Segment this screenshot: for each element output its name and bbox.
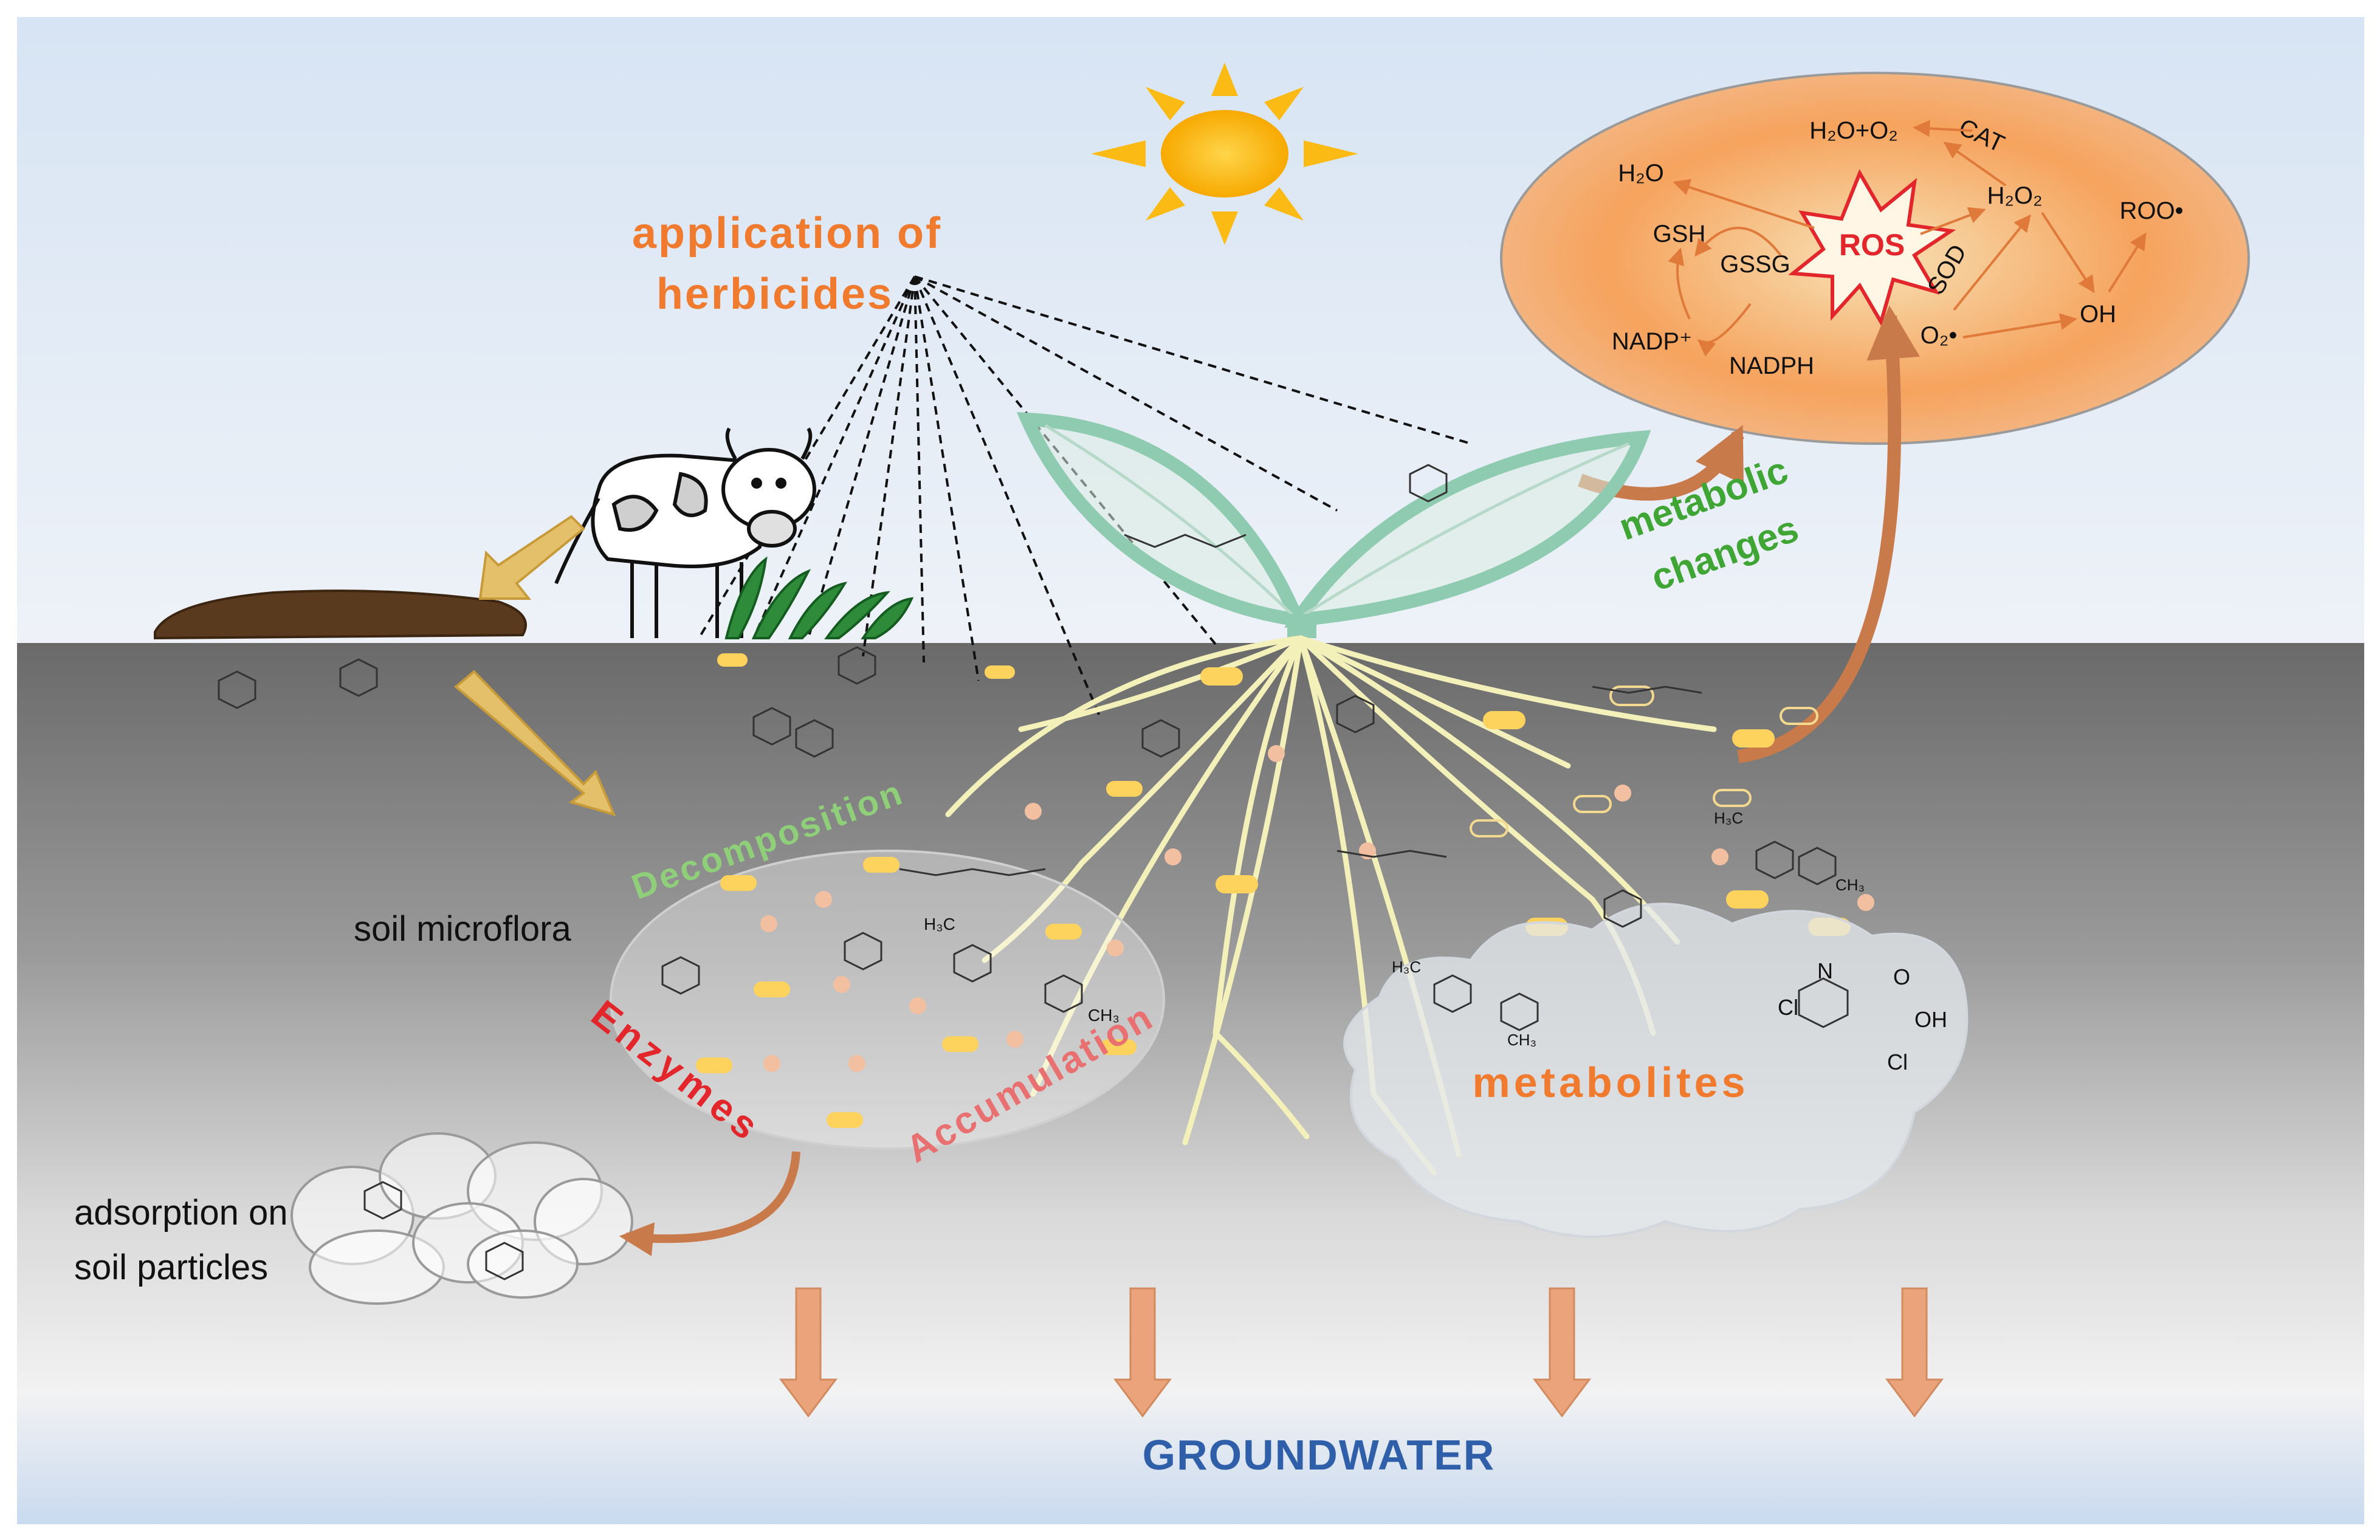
ros-h2o: H₂O: [1618, 160, 1664, 187]
adsorption-arrow: [619, 1151, 800, 1256]
application-label: application of herbicides: [632, 209, 942, 318]
plant-stem: [1287, 614, 1316, 638]
ros-panel: ROS H₂O H₂O+O₂ CAT H₂O₂ ROO• GSH GSSG SO…: [1500, 72, 2250, 445]
microflora-bacteria: [696, 857, 1137, 1128]
soil-particles: [291, 1132, 633, 1305]
atom-ch3-3: CH₃: [1835, 876, 1865, 894]
leaf-veins: [1044, 424, 1629, 619]
soil-microflora-label: soil microflora: [354, 909, 571, 949]
manure-pile: [154, 590, 527, 640]
ros-o2: O₂•: [1921, 322, 1958, 349]
ros-roo: ROO•: [2119, 198, 2183, 224]
ros-nadph: NADPH: [1729, 352, 1814, 379]
soil-bacteria-outline: [1470, 686, 1818, 837]
molecule-atoms: Cl N O OH Cl H₃C CH₃ H₃C CH₃ H₃C CH₃: [924, 809, 1947, 1074]
atom-ch3-1: CH₃: [1088, 1006, 1119, 1025]
ros-nadp: NADP⁺: [1612, 328, 1692, 355]
cow-icon: [554, 427, 816, 638]
grass-icon: [724, 556, 914, 639]
metabolites-label: metabolites: [1473, 1059, 1749, 1106]
molecule-sketches: [218, 464, 1849, 1280]
adsorption-label: adsorption on soil particles: [74, 1193, 287, 1287]
ros-h2o-o2: H₂O+O₂: [1809, 117, 1898, 144]
metabolites-cloud: [1343, 902, 1969, 1238]
ros-feedback-arrow: [1737, 305, 1921, 763]
manure-arrows: [453, 515, 616, 817]
atom-oh: OH: [1914, 1007, 1947, 1032]
atom-ch3-2: CH₃: [1507, 1031, 1536, 1049]
atom-cl-1: Cl: [1778, 995, 1798, 1020]
groundwater-arrows: [779, 1287, 1944, 1418]
sun-icon: [1091, 63, 1358, 245]
atom-h3c-3: H₃C: [1714, 809, 1743, 827]
ros-gsh: GSH: [1653, 221, 1706, 247]
soil: [17, 643, 2364, 1524]
application-label-line2: herbicides: [656, 270, 893, 318]
ros-arrows: [1668, 120, 2147, 357]
atom-cl-2: Cl: [1887, 1050, 1908, 1074]
atom-n: N: [1817, 958, 1833, 983]
adsorption-label-line2: soil particles: [74, 1248, 268, 1287]
atom-h3c-2: H₃C: [1392, 958, 1421, 976]
application-label-line1: application of: [632, 209, 942, 258]
groundwater-label: GROUNDWATER: [1143, 1431, 1496, 1479]
microflora-dots: [760, 891, 1124, 1072]
ros-center: ROS: [1839, 228, 1905, 262]
adsorption-label-line1: adsorption on: [74, 1193, 287, 1232]
ros-h2o2: H₂O₂: [1987, 182, 2042, 209]
ros-oh: OH: [2080, 301, 2116, 328]
atom-o: O: [1893, 964, 1910, 989]
atom-h3c-1: H₃C: [924, 915, 955, 933]
ros-gssg: GSSG: [1720, 251, 1790, 278]
microflora-ellipse: [610, 850, 1165, 1150]
plant-leaves: [1016, 412, 1651, 628]
